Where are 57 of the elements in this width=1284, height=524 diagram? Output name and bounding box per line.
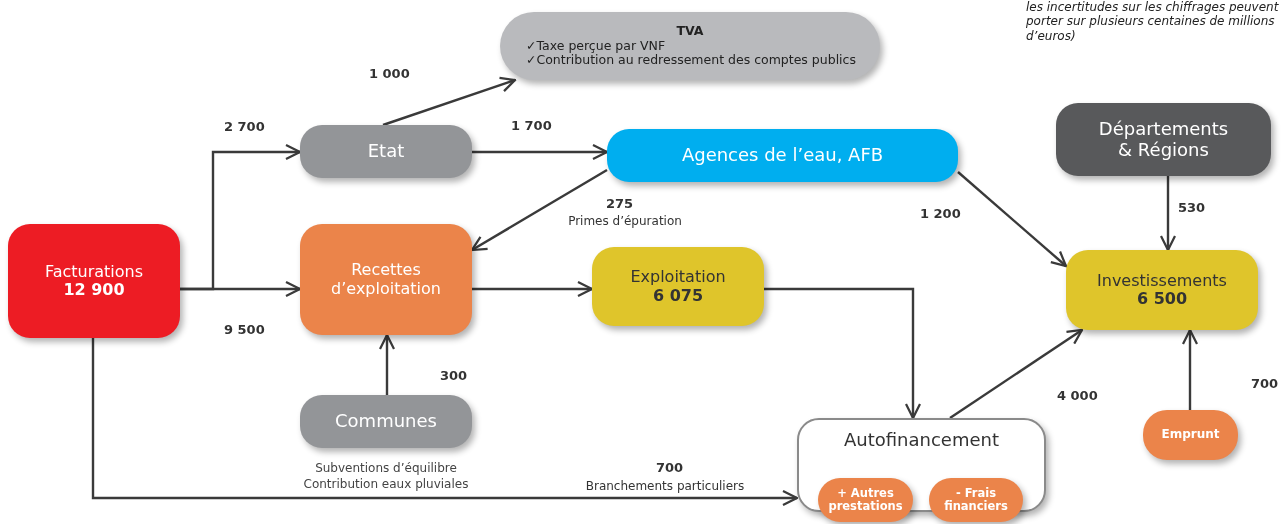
item-pill xyxy=(818,478,913,522)
entity-box xyxy=(300,395,472,448)
arrow xyxy=(180,280,302,298)
arrow xyxy=(378,333,396,395)
item-pill xyxy=(1143,410,1238,460)
node-heading: 6 075 xyxy=(652,286,704,305)
edge-caption: Primes d’épuration xyxy=(567,214,683,229)
edge-label: 530 xyxy=(1176,200,1208,215)
edge-label: 300 xyxy=(438,368,470,383)
edge-label: 9 500 xyxy=(222,322,267,337)
edge-label: 4 000 xyxy=(1055,388,1100,403)
entity-box xyxy=(1056,103,1271,176)
node-label: Communes xyxy=(335,411,437,432)
node-label: + Autres prestations xyxy=(827,486,904,514)
node-label: Etat xyxy=(367,141,405,162)
node-label: Emprunt xyxy=(1161,428,1220,442)
arrow xyxy=(91,338,799,507)
note-text: les incertitudes sur les chiffrages peuvent porter sur plusieurs centaines de millions d’euros) xyxy=(1026,0,1280,44)
node-label: ✓Taxe perçue par VNF xyxy=(526,38,666,54)
arrow xyxy=(1159,176,1177,252)
entity-box xyxy=(607,129,958,182)
edge-label: 1 000 xyxy=(367,66,412,81)
node-label: Exploitation xyxy=(630,268,726,287)
node-heading: 12 900 xyxy=(63,281,125,300)
node-label: Autofinancement xyxy=(844,430,999,451)
item-pill xyxy=(929,478,1023,522)
arrow xyxy=(382,76,517,127)
arrow xyxy=(470,168,608,252)
edge-label: 700 xyxy=(654,460,686,475)
arrow xyxy=(957,171,1068,268)
node-heading: TVA xyxy=(676,24,704,39)
edge-label: 1 200 xyxy=(918,206,963,221)
arrow xyxy=(764,287,922,420)
node-label: Investissements xyxy=(1097,271,1227,290)
node-caption: Subventions d’équilibre Contribution eaux pluviales xyxy=(302,461,470,493)
node-label: - Frais financiers xyxy=(943,486,1009,514)
edge-caption: Branchements particuliers xyxy=(584,479,746,494)
arrow xyxy=(472,143,609,161)
edge-label: 700 xyxy=(1249,376,1281,391)
expense-box xyxy=(1066,250,1258,330)
node-label: ✓Contribution au redressement des comptes publics xyxy=(526,53,856,68)
edge-label: 2 700 xyxy=(222,119,267,134)
node-label: Facturations xyxy=(44,262,144,281)
revenue-box xyxy=(300,224,472,335)
node-label: Recettes d’exploitation xyxy=(330,261,442,298)
node-label: Départements & Régions xyxy=(1097,118,1230,161)
arrow xyxy=(1181,328,1199,410)
arrow xyxy=(949,328,1084,419)
entity-box xyxy=(300,125,472,178)
node-label: Agences de l’eau, AFB xyxy=(681,145,884,166)
edge-label: 275 xyxy=(604,196,636,211)
expense-box xyxy=(592,247,764,326)
source-box xyxy=(8,224,180,338)
info-box xyxy=(500,12,880,80)
edge-label: 1 700 xyxy=(509,118,554,133)
arrow xyxy=(472,280,594,298)
node-heading: 6 500 xyxy=(1136,290,1188,309)
